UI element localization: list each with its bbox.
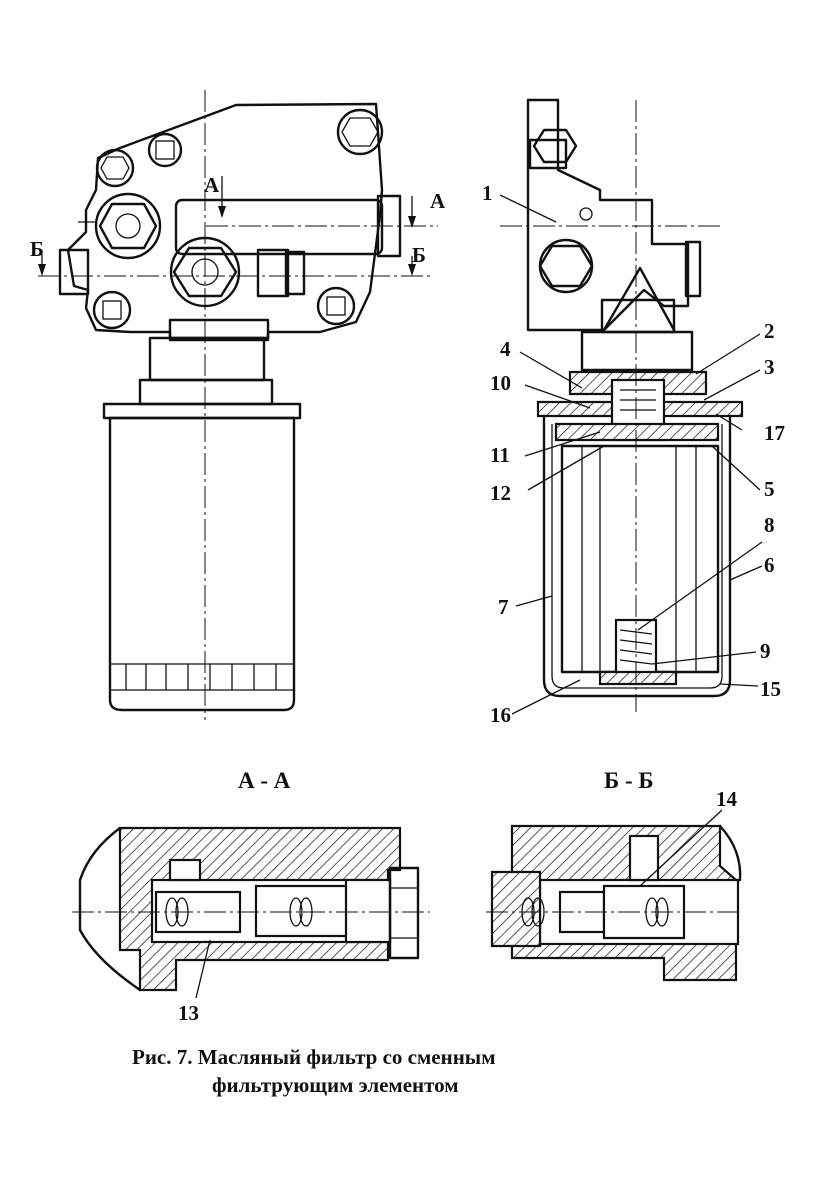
callout-10: 10 — [490, 371, 511, 395]
callout-15: 15 — [760, 677, 781, 701]
section-b-b — [486, 824, 742, 982]
side-section-view — [500, 98, 744, 712]
callout-8: 8 — [764, 513, 775, 537]
section-mark-b-left: Б — [30, 237, 44, 261]
callout-14: 14 — [716, 787, 738, 811]
external-view — [38, 90, 438, 720]
callout-2: 2 — [764, 319, 775, 343]
callout-16: 16 — [490, 703, 511, 727]
leader-lines — [195, 194, 763, 999]
callout-1: 1 — [482, 181, 493, 205]
figure-caption-line-2: фильтрующим элементом — [212, 1073, 459, 1097]
section-mark-a-left: А — [204, 173, 220, 197]
callout-9: 9 — [760, 639, 771, 663]
callout-4: 4 — [500, 337, 511, 361]
callout-5: 5 — [764, 477, 775, 501]
section-title-a-a: А - А — [238, 768, 291, 793]
callout-11: 11 — [490, 443, 510, 467]
section-a-a — [72, 826, 430, 992]
filter-housing-outline — [66, 102, 384, 340]
section-mark-a-right: А — [430, 189, 446, 213]
callout-6: 6 — [764, 553, 775, 577]
section-title-b-b: Б - Б — [604, 768, 654, 793]
callout-12: 12 — [490, 481, 511, 505]
section-mark-b-right: Б — [412, 243, 426, 267]
callout-17: 17 — [764, 421, 785, 445]
callout-7: 7 — [498, 595, 509, 619]
callout-13: 13 — [178, 1001, 199, 1025]
figure-caption-line-1: Рис. 7. Масляный фильтр со сменным — [132, 1045, 496, 1069]
callout-3: 3 — [764, 355, 775, 379]
filter-canister — [108, 416, 296, 712]
bolt-heads — [92, 108, 384, 330]
